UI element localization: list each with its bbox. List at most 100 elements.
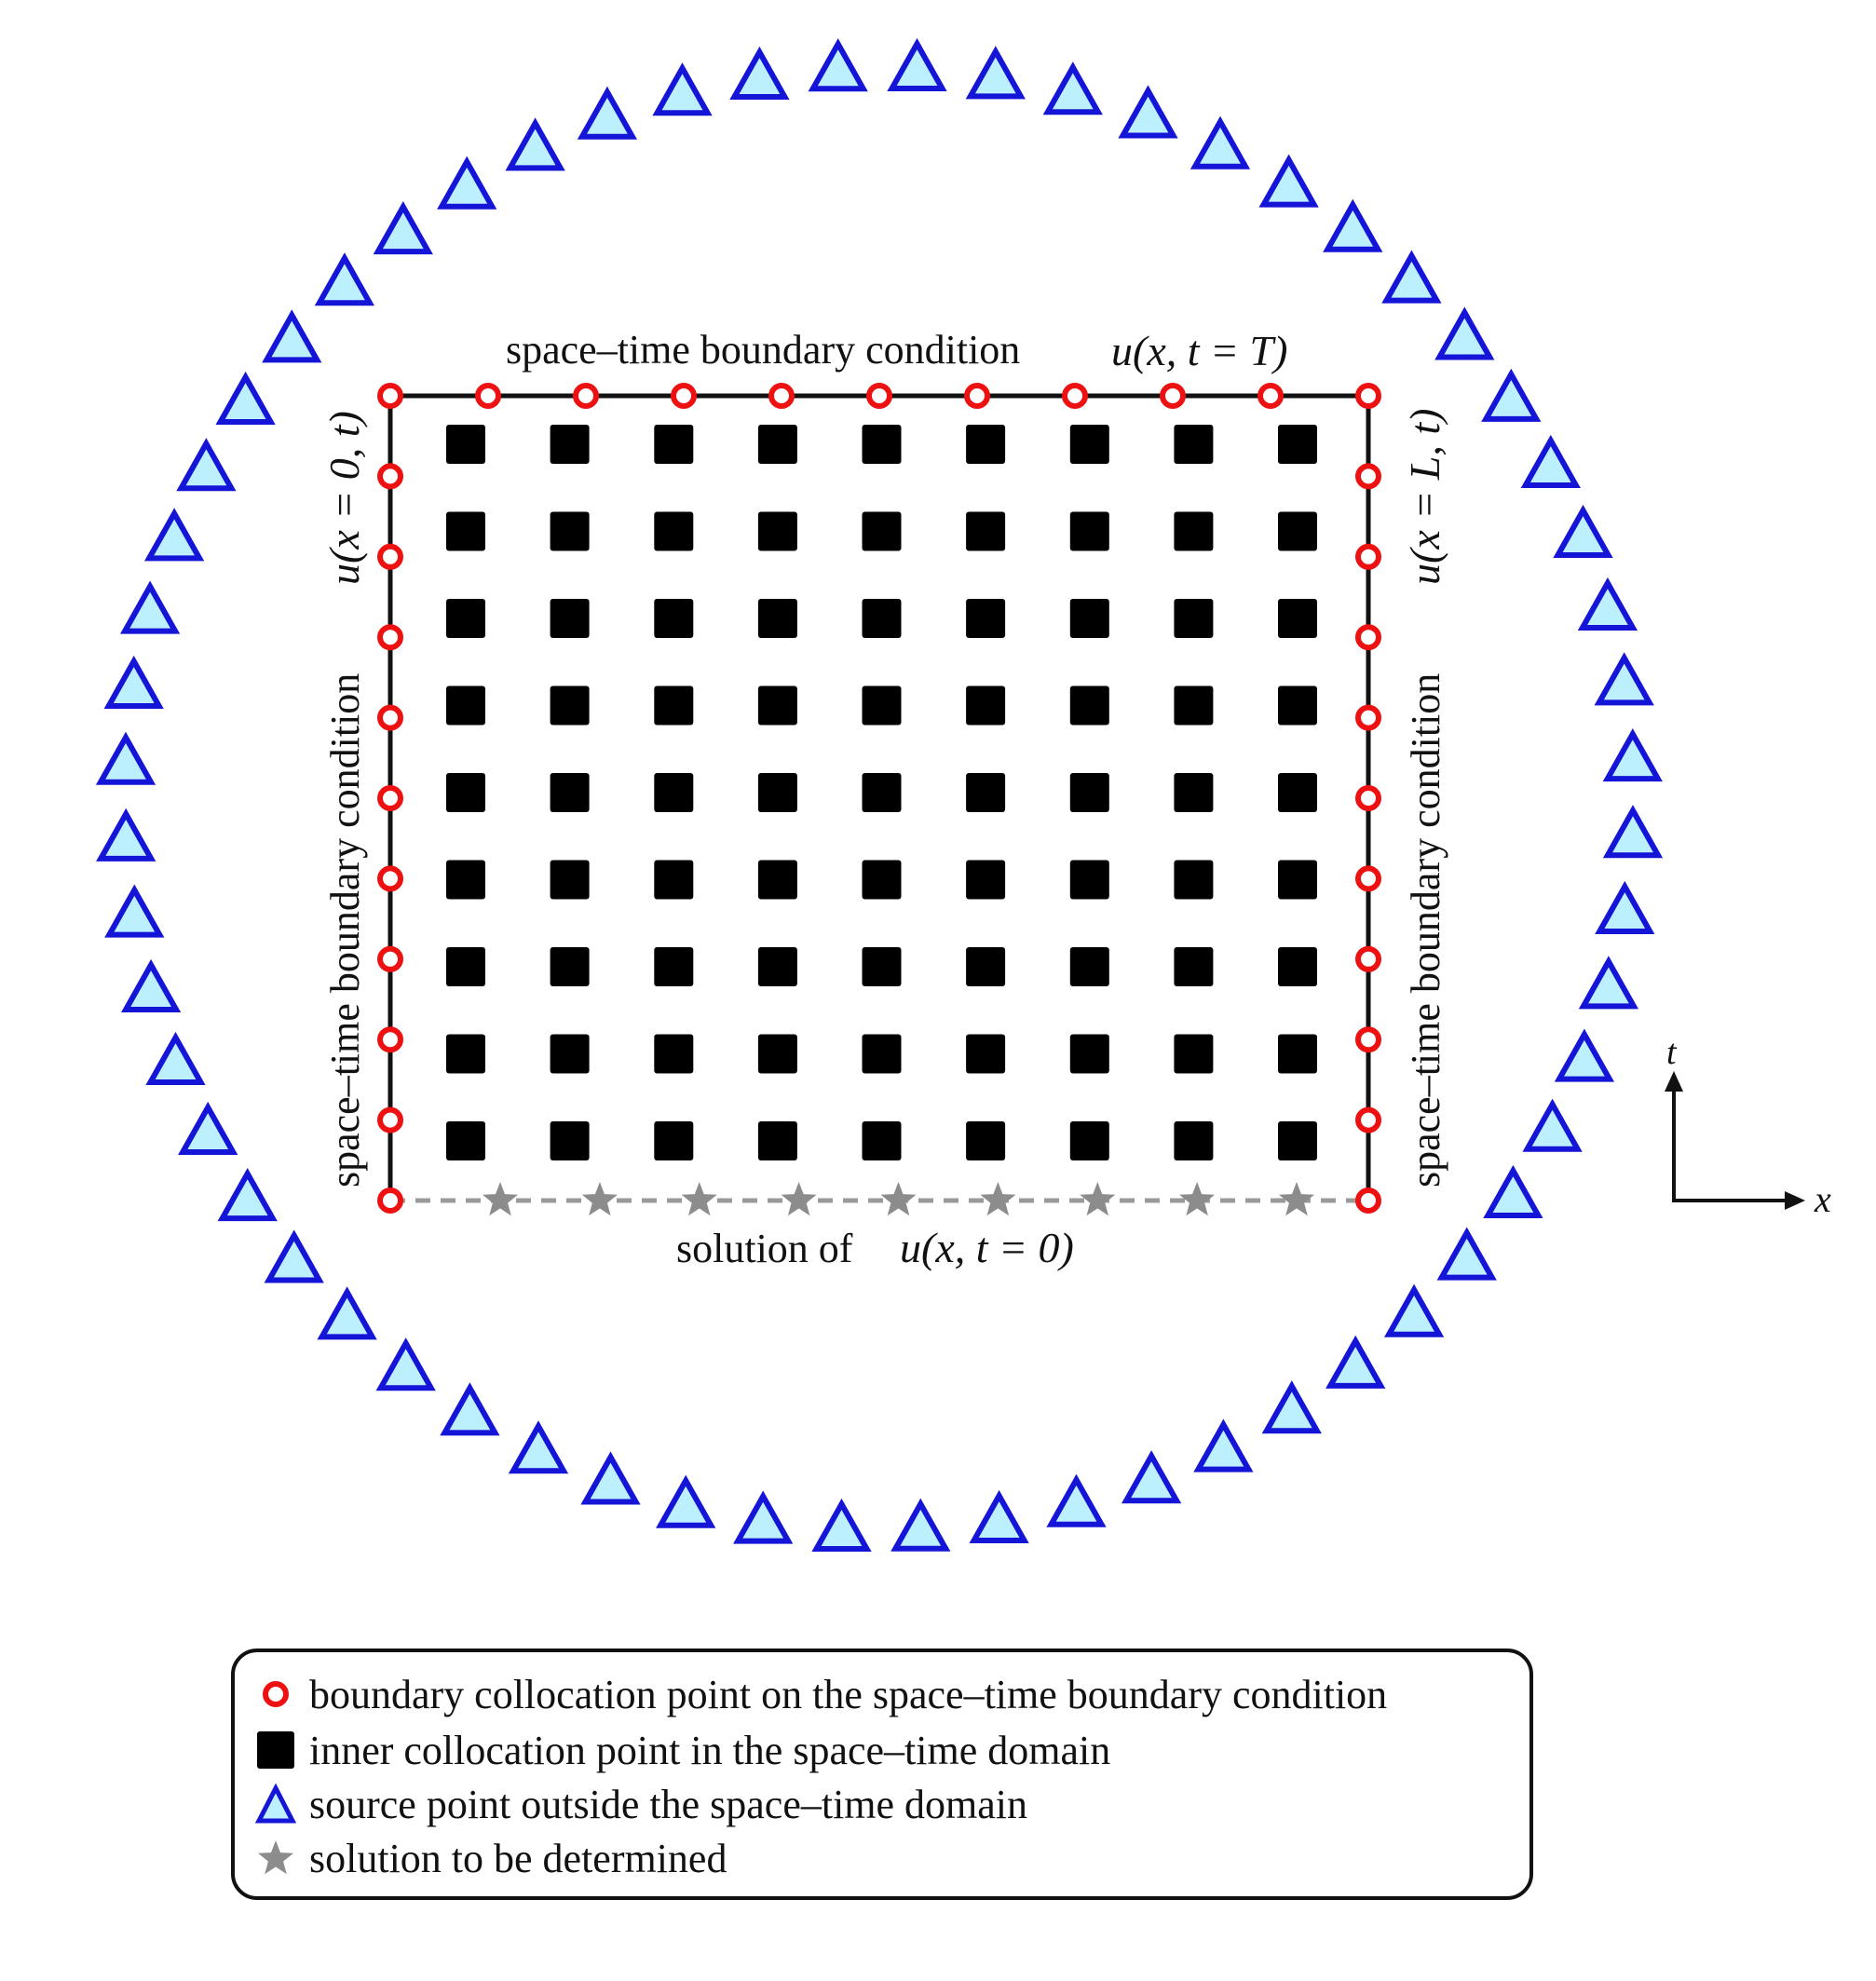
unknown-solution-star [980, 1182, 1016, 1216]
source-point-triangle [1577, 577, 1638, 631]
inner-collocation-point [966, 1121, 1006, 1160]
source-point-triangle [1553, 504, 1613, 558]
inner-collocation-point [1069, 1034, 1109, 1074]
boundary-collocation-point [377, 1106, 403, 1133]
inner-collocation-point [966, 947, 1006, 986]
inner-collocation-point [966, 773, 1006, 812]
inner-collocation-point [757, 685, 797, 726]
source-point-triangle [1121, 1450, 1182, 1504]
boundary-collocation-point [1355, 383, 1381, 409]
inner-collocation-point [757, 425, 797, 464]
top-boundary-label: space–time boundary condition [506, 327, 1020, 373]
source-point-triangle [1483, 1164, 1543, 1218]
inner-collocation-point [1278, 1034, 1317, 1074]
source-points [95, 37, 1664, 1552]
inner-collocation-point [1069, 947, 1109, 986]
boundary-collocation-point [866, 383, 892, 409]
inner-collocation-point [862, 425, 902, 464]
source-point-triangle [577, 86, 638, 140]
gray-star-icon [258, 1840, 293, 1875]
source-point-triangle [215, 371, 276, 425]
inner-collocation-point [1174, 599, 1214, 638]
bottom-solution-math: u(x, t = 0) [900, 1224, 1074, 1271]
source-point-triangle [143, 508, 205, 562]
source-point-triangle [262, 309, 322, 363]
legend-item-inner: inner collocation point in the space–tim… [255, 1723, 1110, 1777]
source-point-triangle [96, 807, 156, 862]
source-point-triangle [1522, 1098, 1583, 1152]
legend-label: inner collocation point in the space–tim… [309, 1727, 1111, 1773]
inner-collocation-point [654, 511, 694, 551]
inner-collocation-point [550, 1121, 590, 1160]
inner-collocation-point [757, 773, 797, 812]
unknown-solution-star [1179, 1182, 1216, 1216]
unknown-solution-points [483, 1182, 1314, 1216]
source-point-triangle [1554, 1028, 1615, 1082]
inner-collocation-point [862, 685, 902, 726]
inner-collocation-point [1278, 1121, 1317, 1160]
source-point-triangle [1602, 805, 1664, 859]
unknown-solution-star [1080, 1182, 1116, 1216]
source-point-triangle [1520, 434, 1581, 488]
inner-collocation-point [757, 599, 797, 638]
boundary-collocation-point [1355, 463, 1381, 490]
inner-collocation-point [550, 773, 590, 812]
source-point-triangle [1042, 61, 1103, 115]
source-point-triangle [1481, 368, 1542, 422]
boundary-collocation-point [1355, 1026, 1381, 1053]
source-point-triangle [969, 1489, 1029, 1543]
inner-collocation-point [757, 1034, 797, 1074]
source-point-triangle [1602, 727, 1663, 782]
source-point-triangle [733, 1490, 794, 1544]
source-point-triangle [119, 580, 181, 634]
legend-item-boundary: boundary collocation point on the space–… [255, 1667, 1387, 1721]
unknown-solution-star [781, 1182, 817, 1216]
inner-collocation-point [446, 599, 485, 638]
source-point-triangle [1594, 652, 1654, 706]
inner-collocation-point [1069, 773, 1109, 812]
inner-collocation-point [654, 1034, 694, 1074]
inner-collocation-point [654, 947, 694, 986]
legend-item-source: source point outside the space–time doma… [255, 1777, 1027, 1831]
inner-collocation-point [1069, 599, 1109, 638]
boundary-collocation-point [1160, 383, 1186, 409]
source-point-triangle [1383, 1283, 1445, 1337]
source-point-triangle [437, 156, 497, 210]
legend-label: solution to be determined [309, 1835, 727, 1881]
inner-collocation-point [966, 511, 1006, 551]
inner-collocation-point [757, 1121, 797, 1160]
source-point-triangle [375, 1337, 436, 1391]
boundary-collocation-point [1355, 865, 1381, 892]
inner-collocation-point [862, 511, 902, 551]
inner-collocation-point [654, 685, 694, 726]
boundary-collocation-point [377, 1026, 403, 1053]
inner-collocation-point [757, 947, 797, 986]
top-boundary-math: u(x, t = T) [1111, 327, 1287, 374]
source-point-triangle [1381, 250, 1442, 304]
boundary-collocation-point [1355, 704, 1381, 731]
inner-collocation-point [1174, 1121, 1214, 1160]
source-point-triangle [652, 62, 713, 116]
source-point-triangle [317, 1286, 377, 1340]
legend-item-unknown: solution to be determined [255, 1831, 727, 1885]
source-point-triangle [440, 1382, 500, 1436]
inner-collocation-point [550, 685, 590, 726]
inner-collocation-point [550, 1034, 590, 1074]
boundary-collocation-point [377, 624, 403, 651]
inner-collocation-point [654, 860, 694, 900]
source-point-triangle [965, 46, 1026, 100]
source-point-triangle [1434, 306, 1495, 360]
inner-collocation-point [966, 860, 1006, 900]
boundary-collocation-point [671, 383, 697, 409]
inner-collocation-point [446, 425, 485, 464]
boundary-collocation-point [377, 865, 403, 892]
blue-triangle-icon [255, 1784, 296, 1824]
inner-collocation-point [1174, 860, 1214, 900]
source-point-triangle [580, 1451, 641, 1505]
boundary-collocation-point [1355, 1187, 1381, 1214]
inner-collocation-point [757, 860, 797, 900]
t-axis-label: t [1666, 1033, 1678, 1072]
inner-collocation-point [1174, 1034, 1214, 1074]
inner-collocation-point [1069, 425, 1109, 464]
